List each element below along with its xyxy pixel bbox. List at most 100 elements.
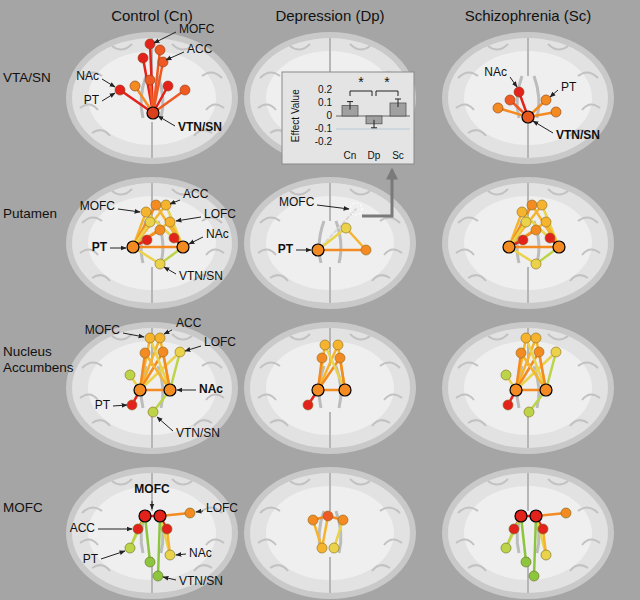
illustration-line: [336, 129, 410, 130]
significance-star: *: [358, 74, 363, 90]
axis-tick: -0.2: [315, 136, 332, 148]
illustration-use: [503, 200, 565, 269]
region-label: LOFC: [204, 208, 236, 222]
illustration-path: [362, 170, 392, 216]
illustration-line: [189, 237, 203, 244]
illustration-line: [157, 417, 173, 431]
illustration-circle: [522, 111, 534, 123]
region-label: NAc: [206, 228, 229, 242]
illustration-line: [118, 209, 140, 212]
illustration-line: [98, 529, 132, 530]
illustration-line: [102, 79, 115, 87]
illustration-line: [166, 52, 184, 60]
illustration-circle: [163, 81, 173, 91]
seed-label: NAc: [199, 383, 223, 397]
illustration-circle: [361, 245, 371, 255]
row-label: Nucleus Accumbens: [3, 344, 91, 375]
illustration-line: [101, 551, 125, 559]
illustration-line: [177, 390, 196, 391]
region-label: VTN/SN: [179, 575, 223, 589]
illustration-path: [347, 99, 401, 128]
seed-label: VTN/SN: [556, 129, 600, 143]
illustration-line: [164, 267, 176, 274]
illustration-line: [163, 577, 176, 580]
seed-label: PT: [92, 241, 107, 255]
illustration-circle: [308, 515, 318, 525]
illustration-line: [110, 248, 126, 249]
illustration-circle: [323, 511, 333, 521]
illustration-use: [127, 200, 189, 269]
illustration-rect: [282, 72, 414, 164]
region-label: PT: [95, 399, 110, 413]
illustration-g: [115, 39, 190, 95]
illustration-circle: [333, 340, 343, 350]
seed-label: VTN/SN: [178, 121, 222, 135]
illustration-circle: [551, 107, 561, 117]
illustration-g: [120, 44, 185, 113]
illustration-g: [98, 32, 558, 580]
illustration-line: [176, 554, 186, 555]
illustration-line: [152, 501, 153, 509]
illustration-circle: [339, 384, 351, 396]
illustration-circle: [180, 85, 190, 95]
illustration-use: [66, 467, 238, 599]
illustration-line: [317, 205, 349, 209]
seed-label: PT: [278, 243, 293, 257]
illustration-circle: [541, 95, 551, 105]
group-label: Dp: [368, 150, 381, 162]
region-label: MOFC: [279, 196, 314, 210]
illustration-line: [338, 345, 345, 390]
illustration-circle: [145, 39, 155, 49]
row-label: MOFC: [3, 500, 43, 516]
group-label: Cn: [344, 150, 357, 162]
illustration-circle: [303, 400, 313, 410]
illustration-line: [158, 116, 175, 126]
illustration-use: [501, 333, 561, 417]
illustration-circle: [115, 85, 125, 95]
illustration-use: [442, 32, 614, 164]
axis-tick: 0.2: [318, 84, 332, 96]
illustration-circle: [138, 53, 148, 63]
illustration-circle: [130, 81, 140, 91]
region-label: NAc: [189, 547, 212, 561]
illustration-line: [550, 90, 558, 97]
axis-title: Effect Value: [289, 90, 301, 143]
illustration-g: [303, 340, 345, 410]
illustration-circle: [145, 75, 155, 85]
illustration-use: [66, 32, 238, 164]
illustration-g: [308, 511, 348, 553]
axis-tick: 0.1: [318, 97, 332, 109]
illustration-use: [125, 508, 195, 581]
illustration-circle: [493, 103, 503, 113]
illustration-use: [442, 322, 614, 454]
illustration-circle: [317, 543, 327, 553]
illustration-line: [164, 330, 172, 334]
illustration-line: [102, 93, 115, 101]
illustration-use: [125, 333, 185, 417]
illustration-use: [442, 177, 614, 309]
illustration-use: [66, 322, 238, 454]
region-label: ACC: [176, 317, 201, 331]
illustration-line: [318, 209, 356, 250]
illustration-line: [113, 405, 127, 406]
illustration-circle: [329, 543, 339, 553]
illustration-line: [123, 333, 144, 337]
illustration-line: [196, 511, 203, 512]
illustration-line: [185, 346, 201, 351]
region-label: MOFC: [179, 23, 214, 37]
illustration-line: [296, 250, 311, 251]
illustration-circle: [341, 223, 351, 233]
illustration-circle: [312, 384, 324, 396]
illustration-use: [501, 508, 571, 581]
illustration-circle: [312, 244, 324, 256]
region-label: PT: [84, 94, 99, 108]
axis-tick: -0.1: [315, 123, 332, 135]
illustration-line: [318, 249, 366, 252]
column-header: Control (Cn): [111, 7, 193, 24]
illustration-circle: [317, 353, 327, 363]
seed-label: MOFC: [134, 483, 169, 497]
illustration-use: [244, 177, 416, 309]
illustration-circle: [147, 107, 159, 119]
